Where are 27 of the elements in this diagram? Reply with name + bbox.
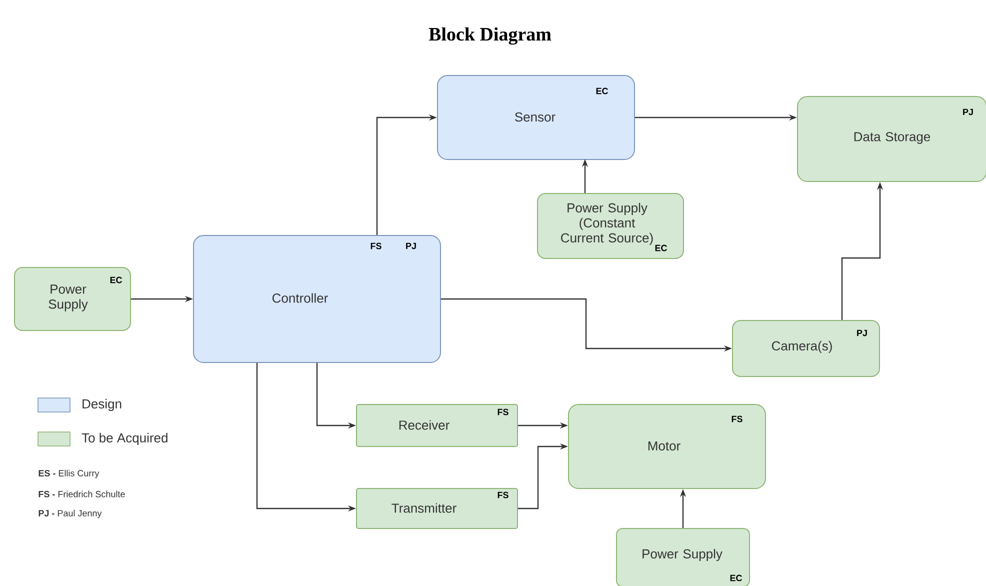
process-box: Controller FS PJ <box>193 235 441 363</box>
legend-label: Design <box>82 398 122 412</box>
process-box: Motor FS <box>568 404 766 489</box>
process-box: Transmitter FS <box>356 488 518 529</box>
initials-label: EC <box>730 574 742 582</box>
key-text: ES - Ellis Curry <box>38 470 100 478</box>
initials-label: EC <box>110 276 122 284</box>
key-text: PJ - Paul Jenny <box>38 510 102 518</box>
initials-label: PJ <box>963 108 973 116</box>
process-box: Receiver FS <box>356 404 518 447</box>
key-text: FS - Friedrich Schulte <box>38 490 125 498</box>
process-box: Sensor EC <box>437 75 635 160</box>
initials-label: FS <box>498 492 508 498</box>
initials-label: PJ <box>406 242 416 250</box>
process-box: Power Supply (Constant Current Source) EC <box>537 193 684 259</box>
initials-label: FS <box>370 242 382 250</box>
process-box: Camera(s) PJ <box>732 320 880 377</box>
initials-label: EC <box>596 88 608 94</box>
process-box: Power Supply EC <box>616 528 750 586</box>
process-box: Power Supply EC <box>14 267 131 331</box>
initials-label: EC <box>655 244 667 252</box>
process-box: Data Storage PJ <box>797 96 986 182</box>
initials-label: FS <box>498 408 508 416</box>
initials-label: FS <box>732 416 742 422</box>
initials-label: PJ <box>857 330 867 336</box>
legend-label: To be Acquired <box>82 432 168 446</box>
title: Block Diagram <box>428 27 552 45</box>
